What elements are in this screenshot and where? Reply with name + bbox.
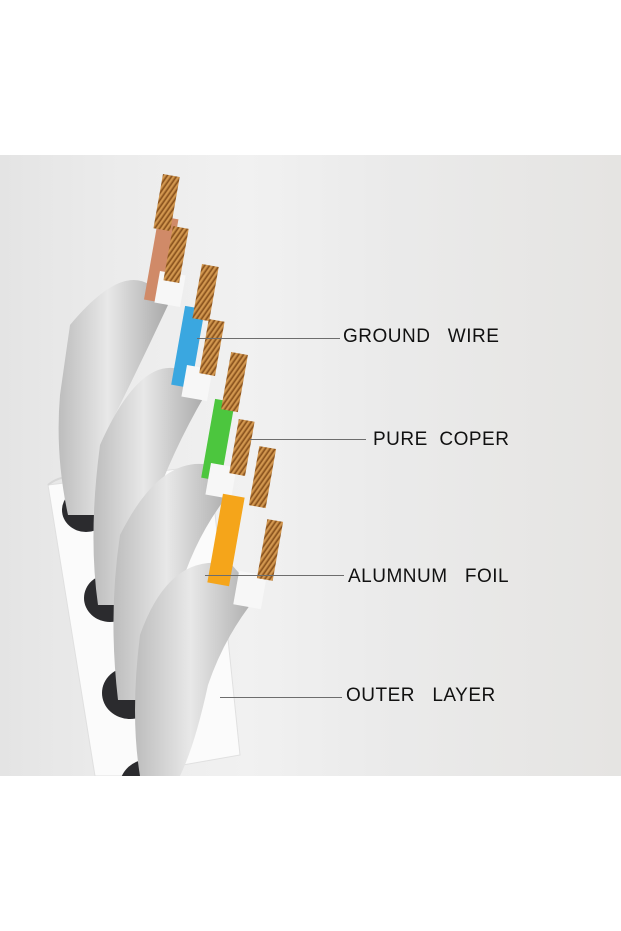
- wire-green-jacket: [201, 398, 235, 482]
- leader-line-ground-wire: [197, 338, 340, 339]
- foil-shield-brown: [58, 280, 168, 515]
- label-outer-layer: OUTER LAYER: [346, 685, 496, 706]
- wire-white-1-copper: [163, 226, 189, 283]
- leader-line-alumnum-foil: [205, 575, 344, 576]
- cable-illustration: [47, 174, 284, 776]
- wire-brown-copper: [153, 174, 180, 232]
- wire-brown-jacket: [143, 215, 179, 304]
- foil-shield-orange: [135, 562, 258, 776]
- wire-blue-jacket: [171, 305, 205, 389]
- label-alumnum-foil: ALUMNUM FOIL: [348, 566, 510, 587]
- wire-white-3-jacket: [205, 462, 237, 500]
- wire-orange-jacket: [207, 493, 245, 587]
- wire-orange-copper: [248, 446, 277, 509]
- wire-blue-copper: [192, 264, 219, 322]
- wire-green-copper: [221, 352, 248, 413]
- leader-line-pure-coper: [250, 439, 366, 440]
- wire-white-2-copper: [199, 319, 225, 376]
- wire-white-4-jacket: [233, 570, 267, 610]
- wire-white-3-copper: [229, 419, 255, 476]
- label-pure-coper: PURE COPER: [373, 429, 510, 450]
- leader-line-outer-layer: [220, 697, 342, 698]
- label-ground-wire: GROUND WIRE: [343, 326, 500, 347]
- wire-white-4-copper: [256, 519, 284, 581]
- diagram-panel: GROUND WIRE PURE COPER ALUMNUM FOIL OUTE…: [0, 155, 621, 776]
